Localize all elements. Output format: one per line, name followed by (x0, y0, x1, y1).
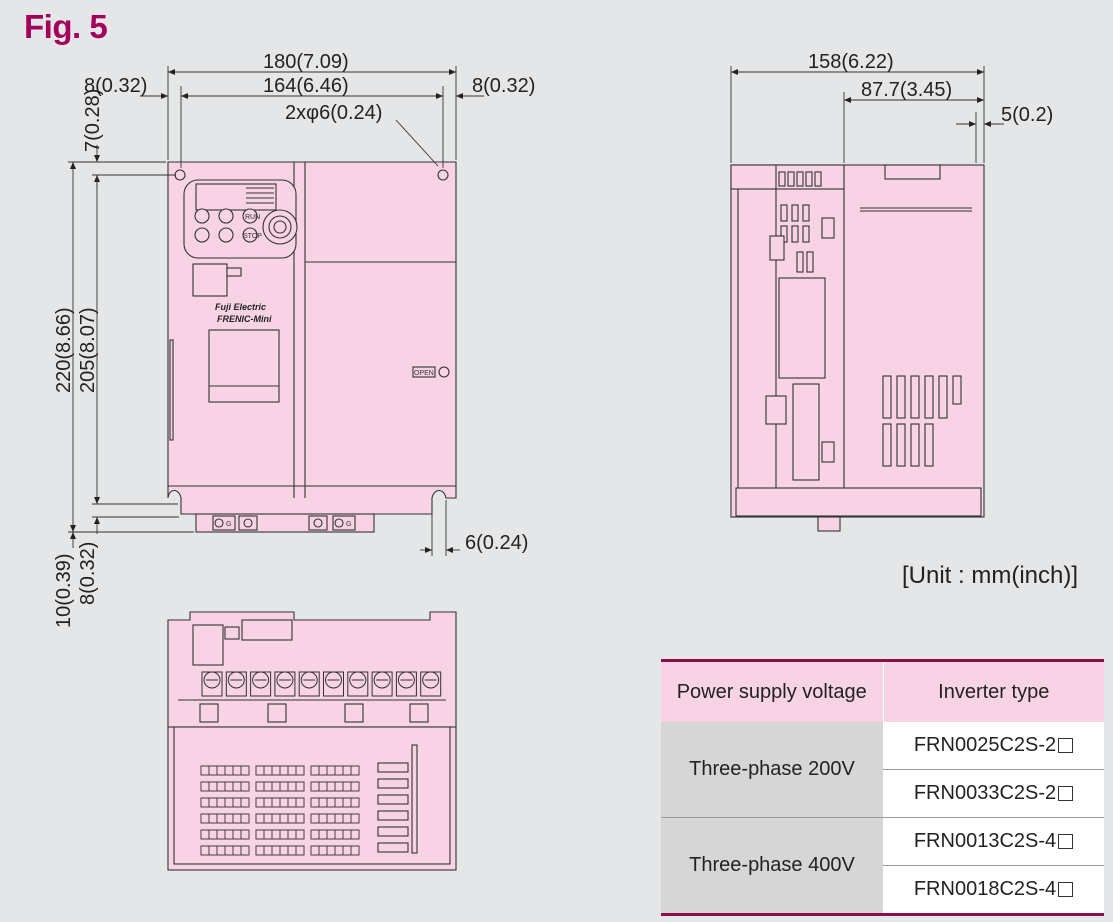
terminal-screw-icon (201, 671, 223, 697)
bottom-terminal-screws (201, 671, 442, 697)
front-view (167, 161, 457, 533)
vent-slot (255, 813, 305, 824)
table-row: Three-phase 400V FRN0013C2S-4 (661, 817, 1104, 915)
vent-slot (200, 797, 250, 808)
dim-depth: 158(6.22) (808, 51, 894, 73)
vent-slot (255, 765, 305, 776)
unit-note: [Unit : mm(inch)] (902, 562, 1079, 589)
key-func (194, 227, 210, 243)
model-cell: FRN0025C2S-2 (883, 722, 1104, 770)
key-run (242, 208, 258, 224)
terminal-screw-icon (347, 671, 369, 697)
voltage-cell: Three-phase 200V (661, 722, 883, 818)
vent-slot (255, 845, 305, 856)
vent-slot (200, 781, 250, 792)
model-text: FRN0033C2S-2 (913, 782, 1057, 804)
table-row: Three-phase 200V FRN0025C2S-2 (661, 722, 1104, 818)
voltage-cell: Three-phase 400V (661, 817, 883, 915)
dim-left-offset: 8(0.32) (84, 75, 147, 97)
table-row: FRN0018C2S-4 (661, 865, 1104, 915)
dim-right-offset: 8(0.32) (472, 75, 535, 97)
dim-side-offset: 5(0.2) (1001, 104, 1053, 126)
vent-slot (310, 829, 360, 840)
vent-slot (200, 765, 250, 776)
model-text: FRN0013C2S-4 (913, 830, 1057, 852)
vent-slot (200, 845, 250, 856)
checkbox-placeholder-icon (1058, 834, 1074, 849)
terminal-screw-icon (225, 671, 247, 697)
model-text: FRN0025C2S-2 (913, 734, 1057, 756)
dim-mount-pitch-width: 164(6.46) (263, 75, 349, 97)
checkbox-placeholder-icon (1058, 882, 1074, 897)
side-dimension-lines (730, 66, 1004, 163)
dim-overall-height: 220(8.66) (53, 307, 75, 393)
vent-slot (310, 765, 360, 776)
vent-slot (310, 845, 360, 856)
table-row: FRN0033C2S-2 (661, 769, 1104, 818)
ground-label-1: G (226, 521, 231, 528)
vent-slot (200, 829, 250, 840)
vent-slot (310, 813, 360, 824)
front-connector (192, 263, 228, 297)
table-header-row: Power supply voltage Inverter type (661, 660, 1104, 722)
key-down (218, 227, 234, 243)
ground-label-2: G (346, 521, 351, 528)
model-cell: FRN0018C2S-4 (883, 865, 1104, 915)
terminal-screw-icon (371, 671, 393, 697)
terminal-screw-icon (395, 671, 417, 697)
dim-mount-pitch-height: 205(8.07) (77, 307, 99, 393)
vent-slot (200, 813, 250, 824)
figure-title: Fig. 5 (24, 8, 108, 45)
header-power-supply-voltage: Power supply voltage (661, 660, 884, 722)
terminal-screw-icon (298, 671, 320, 697)
vent-slot (255, 829, 305, 840)
run-key-label: RUN (245, 214, 260, 221)
vent-slot (310, 781, 360, 792)
cover-screw (438, 366, 450, 378)
dim-holes: 2xφ6(0.24) (285, 102, 382, 124)
dim-top-offset: 7(0.28) (82, 89, 104, 152)
key-up (218, 208, 234, 224)
mount-hole-left (174, 169, 186, 181)
front-extension-lines (68, 66, 457, 556)
series-logo-text: FRENIC-Mini (217, 314, 272, 324)
key-stop (242, 227, 258, 243)
inverter-spec-table: Power supply voltage Inverter type Three… (661, 659, 1104, 916)
dim-bottom-outer: 10(0.39) (53, 554, 75, 629)
checkbox-placeholder-icon (1058, 786, 1074, 801)
stop-key-label: STOP (243, 233, 262, 240)
dim-overall-width: 180(7.09) (263, 51, 349, 73)
model-cell: FRN0033C2S-2 (883, 769, 1104, 818)
brand-logo-text: Fuji Electric (215, 302, 266, 312)
terminal-screw-icon (274, 671, 296, 697)
bottom-vent-grid (200, 765, 360, 856)
key-prg (194, 208, 210, 224)
front-dimension-lines (70, 69, 484, 553)
mount-hole-right (437, 169, 449, 181)
header-inverter-type: Inverter type (883, 660, 1104, 722)
dim-bottom-inner: 8(0.32) (77, 542, 99, 605)
dim-partial-depth: 87.7(3.45) (861, 79, 952, 101)
vent-slot (255, 797, 305, 808)
terminal-screw-icon (420, 671, 442, 697)
dim-slot-width: 6(0.24) (465, 532, 528, 554)
model-cell: FRN0013C2S-4 (883, 817, 1104, 866)
vent-slot (255, 781, 305, 792)
side-view (730, 164, 985, 532)
checkbox-placeholder-icon (1058, 738, 1074, 753)
terminal-screw-icon (323, 671, 344, 697)
terminal-screw-icon (250, 671, 272, 697)
model-text: FRN0018C2S-4 (913, 878, 1057, 900)
front-nameplate (208, 329, 280, 403)
open-label: OPEN (414, 370, 434, 377)
vent-slot (310, 797, 360, 808)
